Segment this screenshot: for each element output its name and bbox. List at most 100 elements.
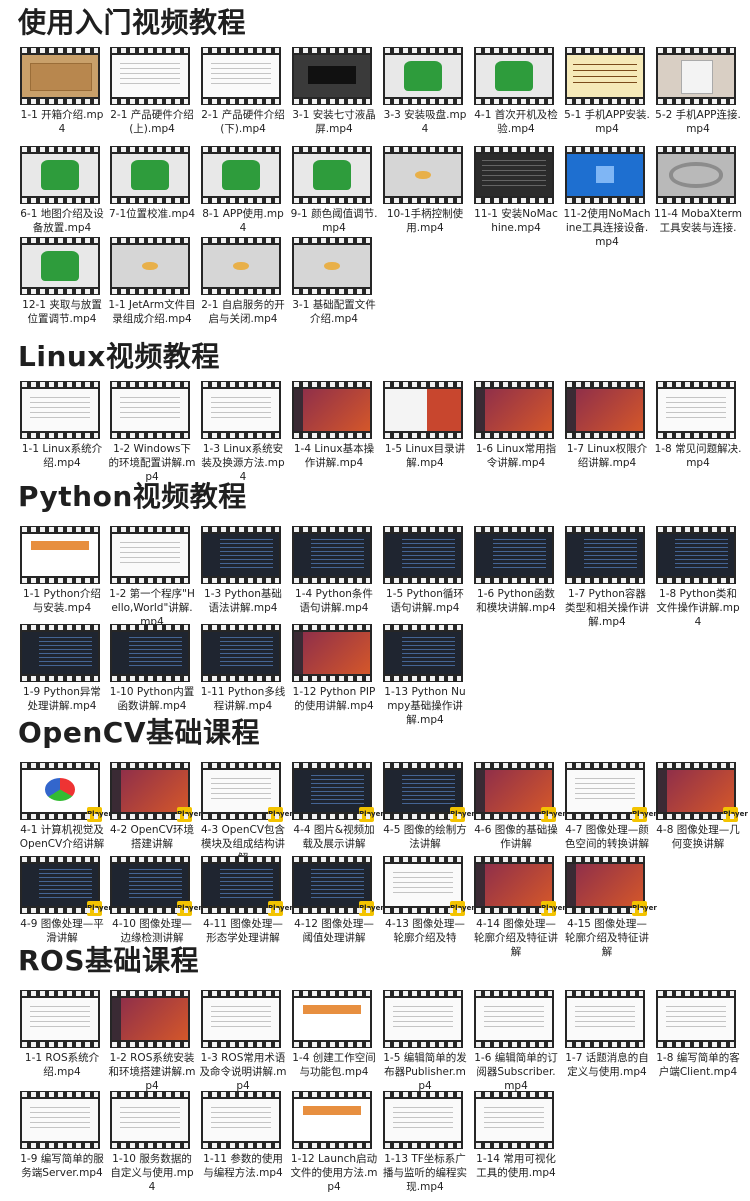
video-file-item[interactable]: 8-1 APP使用.mp4	[199, 146, 287, 235]
video-thumbnail[interactable]: Player	[201, 856, 293, 916]
video-thumbnail[interactable]	[20, 381, 100, 439]
video-thumbnail[interactable]: Player	[383, 856, 475, 916]
video-thumbnail[interactable]	[565, 47, 645, 105]
video-file-item[interactable]: 1-11 Python多线程讲解.mp4	[199, 624, 287, 713]
video-thumbnail[interactable]	[292, 526, 372, 584]
video-thumbnail[interactable]	[383, 146, 463, 204]
video-thumbnail[interactable]	[383, 47, 463, 105]
video-thumbnail[interactable]	[20, 47, 100, 105]
video-thumbnail[interactable]	[201, 47, 281, 105]
video-file-item[interactable]: 1-12 Launch启动文件的使用方法.mp4	[290, 1091, 378, 1194]
video-file-item[interactable]: 1-13 Python Numpy基础操作讲解.mp4	[381, 624, 469, 727]
video-thumbnail[interactable]: Player	[292, 762, 384, 822]
video-file-item[interactable]: 1-9 Python异常处理讲解.mp4	[18, 624, 106, 713]
video-thumbnail[interactable]	[20, 237, 100, 295]
video-thumbnail[interactable]	[201, 526, 281, 584]
video-thumbnail[interactable]	[656, 381, 736, 439]
video-thumbnail[interactable]	[292, 624, 372, 682]
video-thumbnail[interactable]: Player	[110, 856, 202, 916]
video-thumbnail[interactable]	[656, 146, 736, 204]
video-thumbnail[interactable]: Player	[656, 762, 748, 822]
video-file-item[interactable]: 10-1手柄控制使用.mp4	[381, 146, 469, 235]
video-thumbnail[interactable]	[383, 990, 463, 1048]
video-thumbnail[interactable]	[292, 381, 372, 439]
video-file-item[interactable]: 1-7 话题消息的自定义与使用.mp4	[563, 990, 651, 1079]
video-thumbnail[interactable]	[383, 381, 463, 439]
video-file-item[interactable]: 1-3 Python基础语法讲解.mp4	[199, 526, 287, 615]
video-thumbnail[interactable]	[565, 526, 645, 584]
video-file-item[interactable]: 2-1 产品硬件介绍(下).mp4	[199, 47, 287, 136]
video-thumbnail[interactable]	[474, 526, 554, 584]
video-file-item[interactable]: 1-4 Linux基本操作讲解.mp4	[290, 381, 378, 470]
video-file-item[interactable]: 1-6 Linux常用指令讲解.mp4	[472, 381, 560, 470]
video-file-item[interactable]: 1-5 Python循环语句讲解.mp4	[381, 526, 469, 615]
video-thumbnail[interactable]	[110, 990, 190, 1048]
video-file-item[interactable]: 1-2 ROS系统安装和环境搭建讲解.mp4	[108, 990, 196, 1093]
video-thumbnail[interactable]	[110, 47, 190, 105]
video-file-item[interactable]: 11-4 MobaXterm工具安装与连接.	[654, 146, 742, 235]
video-thumbnail[interactable]	[201, 1091, 281, 1149]
video-thumbnail[interactable]	[292, 237, 372, 295]
video-thumbnail[interactable]	[110, 381, 190, 439]
video-thumbnail[interactable]	[292, 146, 372, 204]
video-thumbnail[interactable]	[201, 990, 281, 1048]
video-file-item[interactable]: 1-2 Windows下的环境配置讲解.mp4	[108, 381, 196, 484]
video-thumbnail[interactable]	[383, 1091, 463, 1149]
video-thumbnail[interactable]: Player	[474, 856, 566, 916]
video-thumbnail[interactable]	[292, 1091, 372, 1149]
video-file-item[interactable]: 1-2 第一个程序"Hello,World"讲解.mp4	[108, 526, 196, 629]
video-file-item[interactable]: 11-2使用NoMachine工具连接设备.mp4	[563, 146, 651, 249]
video-thumbnail[interactable]: Player	[110, 762, 202, 822]
video-thumbnail[interactable]	[110, 146, 190, 204]
video-file-item[interactable]: 1-6 Python函数和模块讲解.mp4	[472, 526, 560, 615]
video-thumbnail[interactable]	[292, 990, 372, 1048]
video-thumbnail[interactable]	[20, 1091, 100, 1149]
video-file-item[interactable]: 1-1 ROS系统介绍.mp4	[18, 990, 106, 1079]
video-thumbnail[interactable]	[20, 146, 100, 204]
video-thumbnail[interactable]	[20, 990, 100, 1048]
video-thumbnail[interactable]: Player	[292, 856, 384, 916]
video-thumbnail[interactable]	[201, 624, 281, 682]
video-thumbnail[interactable]	[383, 624, 463, 682]
video-file-item[interactable]: 2-1 产品硬件介绍(上).mp4	[108, 47, 196, 136]
video-thumbnail[interactable]	[474, 47, 554, 105]
video-thumbnail[interactable]	[656, 990, 736, 1048]
video-file-item[interactable]: 5-2 手机APP连接.mp4	[654, 47, 742, 136]
video-thumbnail[interactable]	[20, 526, 100, 584]
video-thumbnail[interactable]	[292, 47, 372, 105]
video-file-item[interactable]: 11-1 安装NoMachine.mp4	[472, 146, 560, 235]
video-thumbnail[interactable]	[656, 47, 736, 105]
video-file-item[interactable]: 7-1位置校准.mp4	[108, 146, 196, 221]
video-file-item[interactable]: 6-1 地图介绍及设备放置.mp4	[18, 146, 106, 235]
video-file-item[interactable]: 1-5 编辑简单的发布器Publisher.mp4	[381, 990, 469, 1093]
video-file-item[interactable]: 1-14 常用可视化工具的使用.mp4	[472, 1091, 560, 1180]
video-thumbnail[interactable]	[656, 526, 736, 584]
video-thumbnail[interactable]: Player	[565, 856, 657, 916]
video-thumbnail[interactable]: Player	[20, 856, 112, 916]
video-thumbnail[interactable]: Player	[474, 762, 566, 822]
video-thumbnail[interactable]	[110, 624, 190, 682]
video-thumbnail[interactable]: Player	[383, 762, 475, 822]
video-file-item[interactable]: 1-9 编写简单的服务端Server.mp4	[18, 1091, 106, 1180]
video-file-item[interactable]: 1-8 编写简单的客户端Client.mp4	[654, 990, 742, 1079]
video-file-item[interactable]: 1-4 Python条件语句讲解.mp4	[290, 526, 378, 615]
video-file-item[interactable]: 1-7 Linux权限介绍讲解.mp4	[563, 381, 651, 470]
video-file-item[interactable]: 1-8 Python类和文件操作讲解.mp4	[654, 526, 742, 629]
video-thumbnail[interactable]: Player	[20, 762, 112, 822]
video-thumbnail[interactable]	[565, 146, 645, 204]
video-thumbnail[interactable]	[110, 526, 190, 584]
video-thumbnail[interactable]	[383, 526, 463, 584]
video-file-item[interactable]: 3-1 安装七寸液晶屏.mp4	[290, 47, 378, 136]
video-thumbnail[interactable]	[474, 381, 554, 439]
video-thumbnail[interactable]: Player	[201, 762, 293, 822]
